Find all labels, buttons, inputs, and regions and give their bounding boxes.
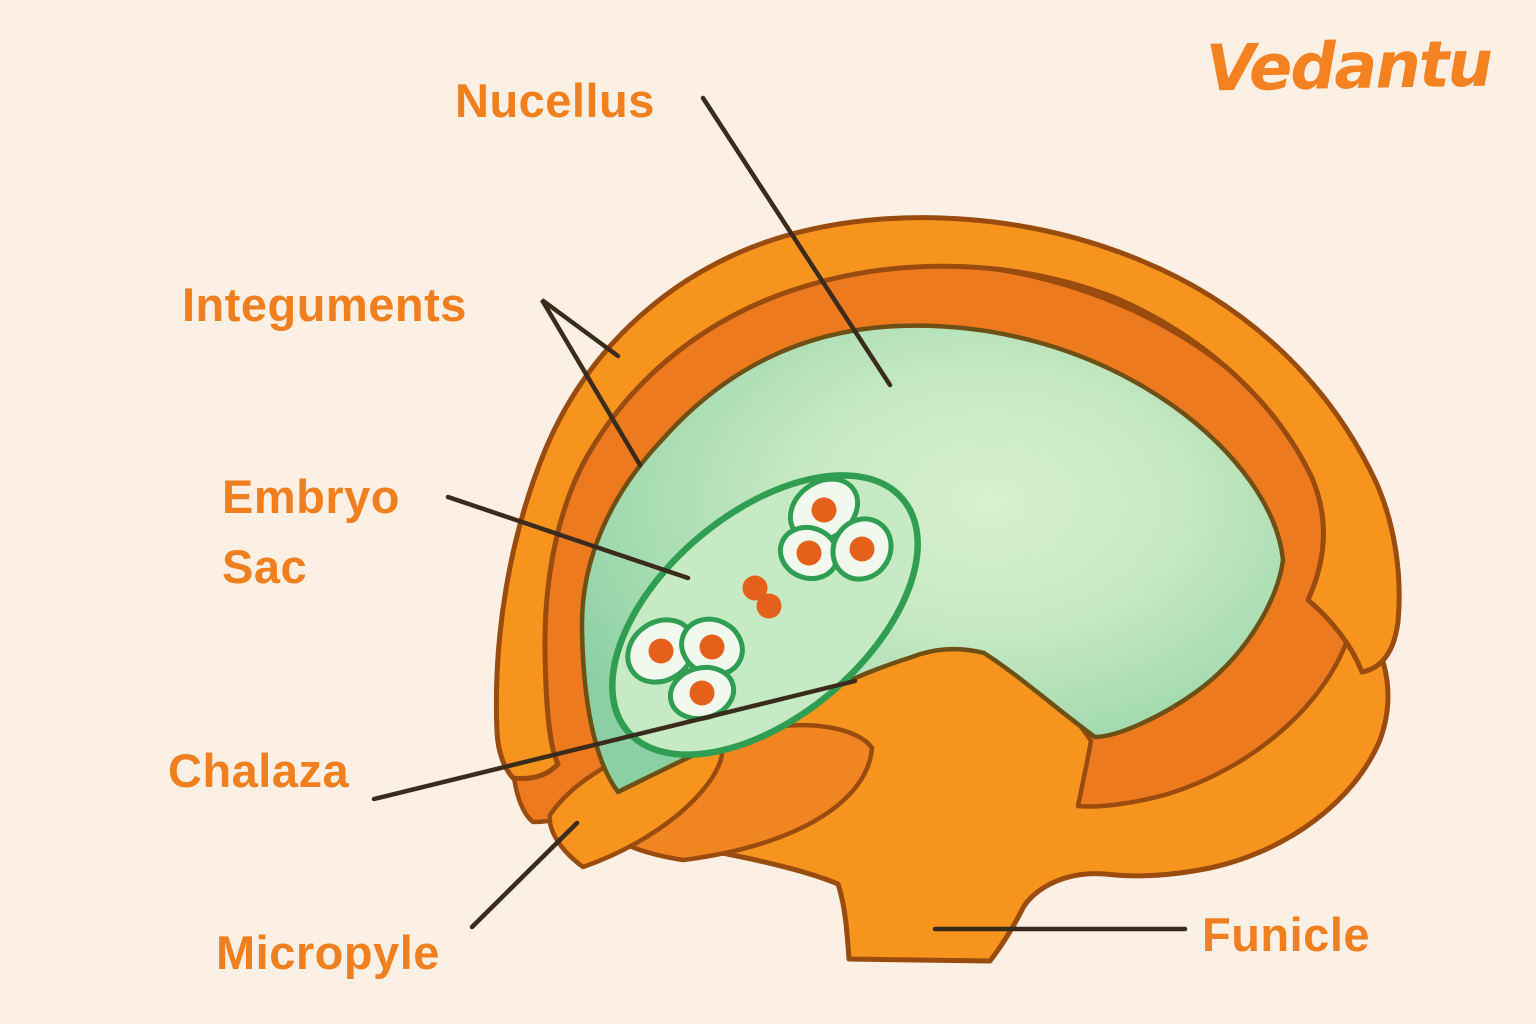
vedantu-logo: Vedantu — [1205, 27, 1492, 107]
outer-integument-shape — [493, 215, 1402, 781]
polar-nucleus-dot — [756, 593, 782, 619]
nucleus-dot — [648, 638, 674, 664]
annotation-line-chalaza — [371, 678, 858, 802]
nucleus-dot — [699, 634, 725, 660]
label-funicle: Funicle — [1202, 908, 1371, 961]
nucleus-dot — [796, 540, 822, 566]
annotation-lines — [371, 95, 1188, 932]
nucleus-dot — [689, 680, 715, 706]
polar-nucleus-dot — [742, 575, 768, 601]
label-micropyle: Micropyle — [216, 926, 440, 979]
label-nucellus: Nucellus — [455, 74, 655, 127]
annotation-line-nucellus — [700, 95, 893, 388]
label-embryo-sac: Embryo Sac — [222, 470, 400, 593]
nucleus-dot — [811, 497, 837, 523]
annotation-line-integuments — [540, 298, 643, 468]
label-integuments: Integuments — [182, 278, 467, 331]
label-chalaza: Chalaza — [168, 744, 350, 797]
annotation-line-embryo-sac — [445, 494, 691, 581]
annotation-line-micropyle — [469, 820, 580, 930]
antipodal-nuclei — [796, 497, 875, 566]
egg-apparatus-nuclei — [648, 634, 725, 706]
polar-nuclei — [742, 575, 782, 619]
nucleus-dot — [849, 536, 875, 562]
